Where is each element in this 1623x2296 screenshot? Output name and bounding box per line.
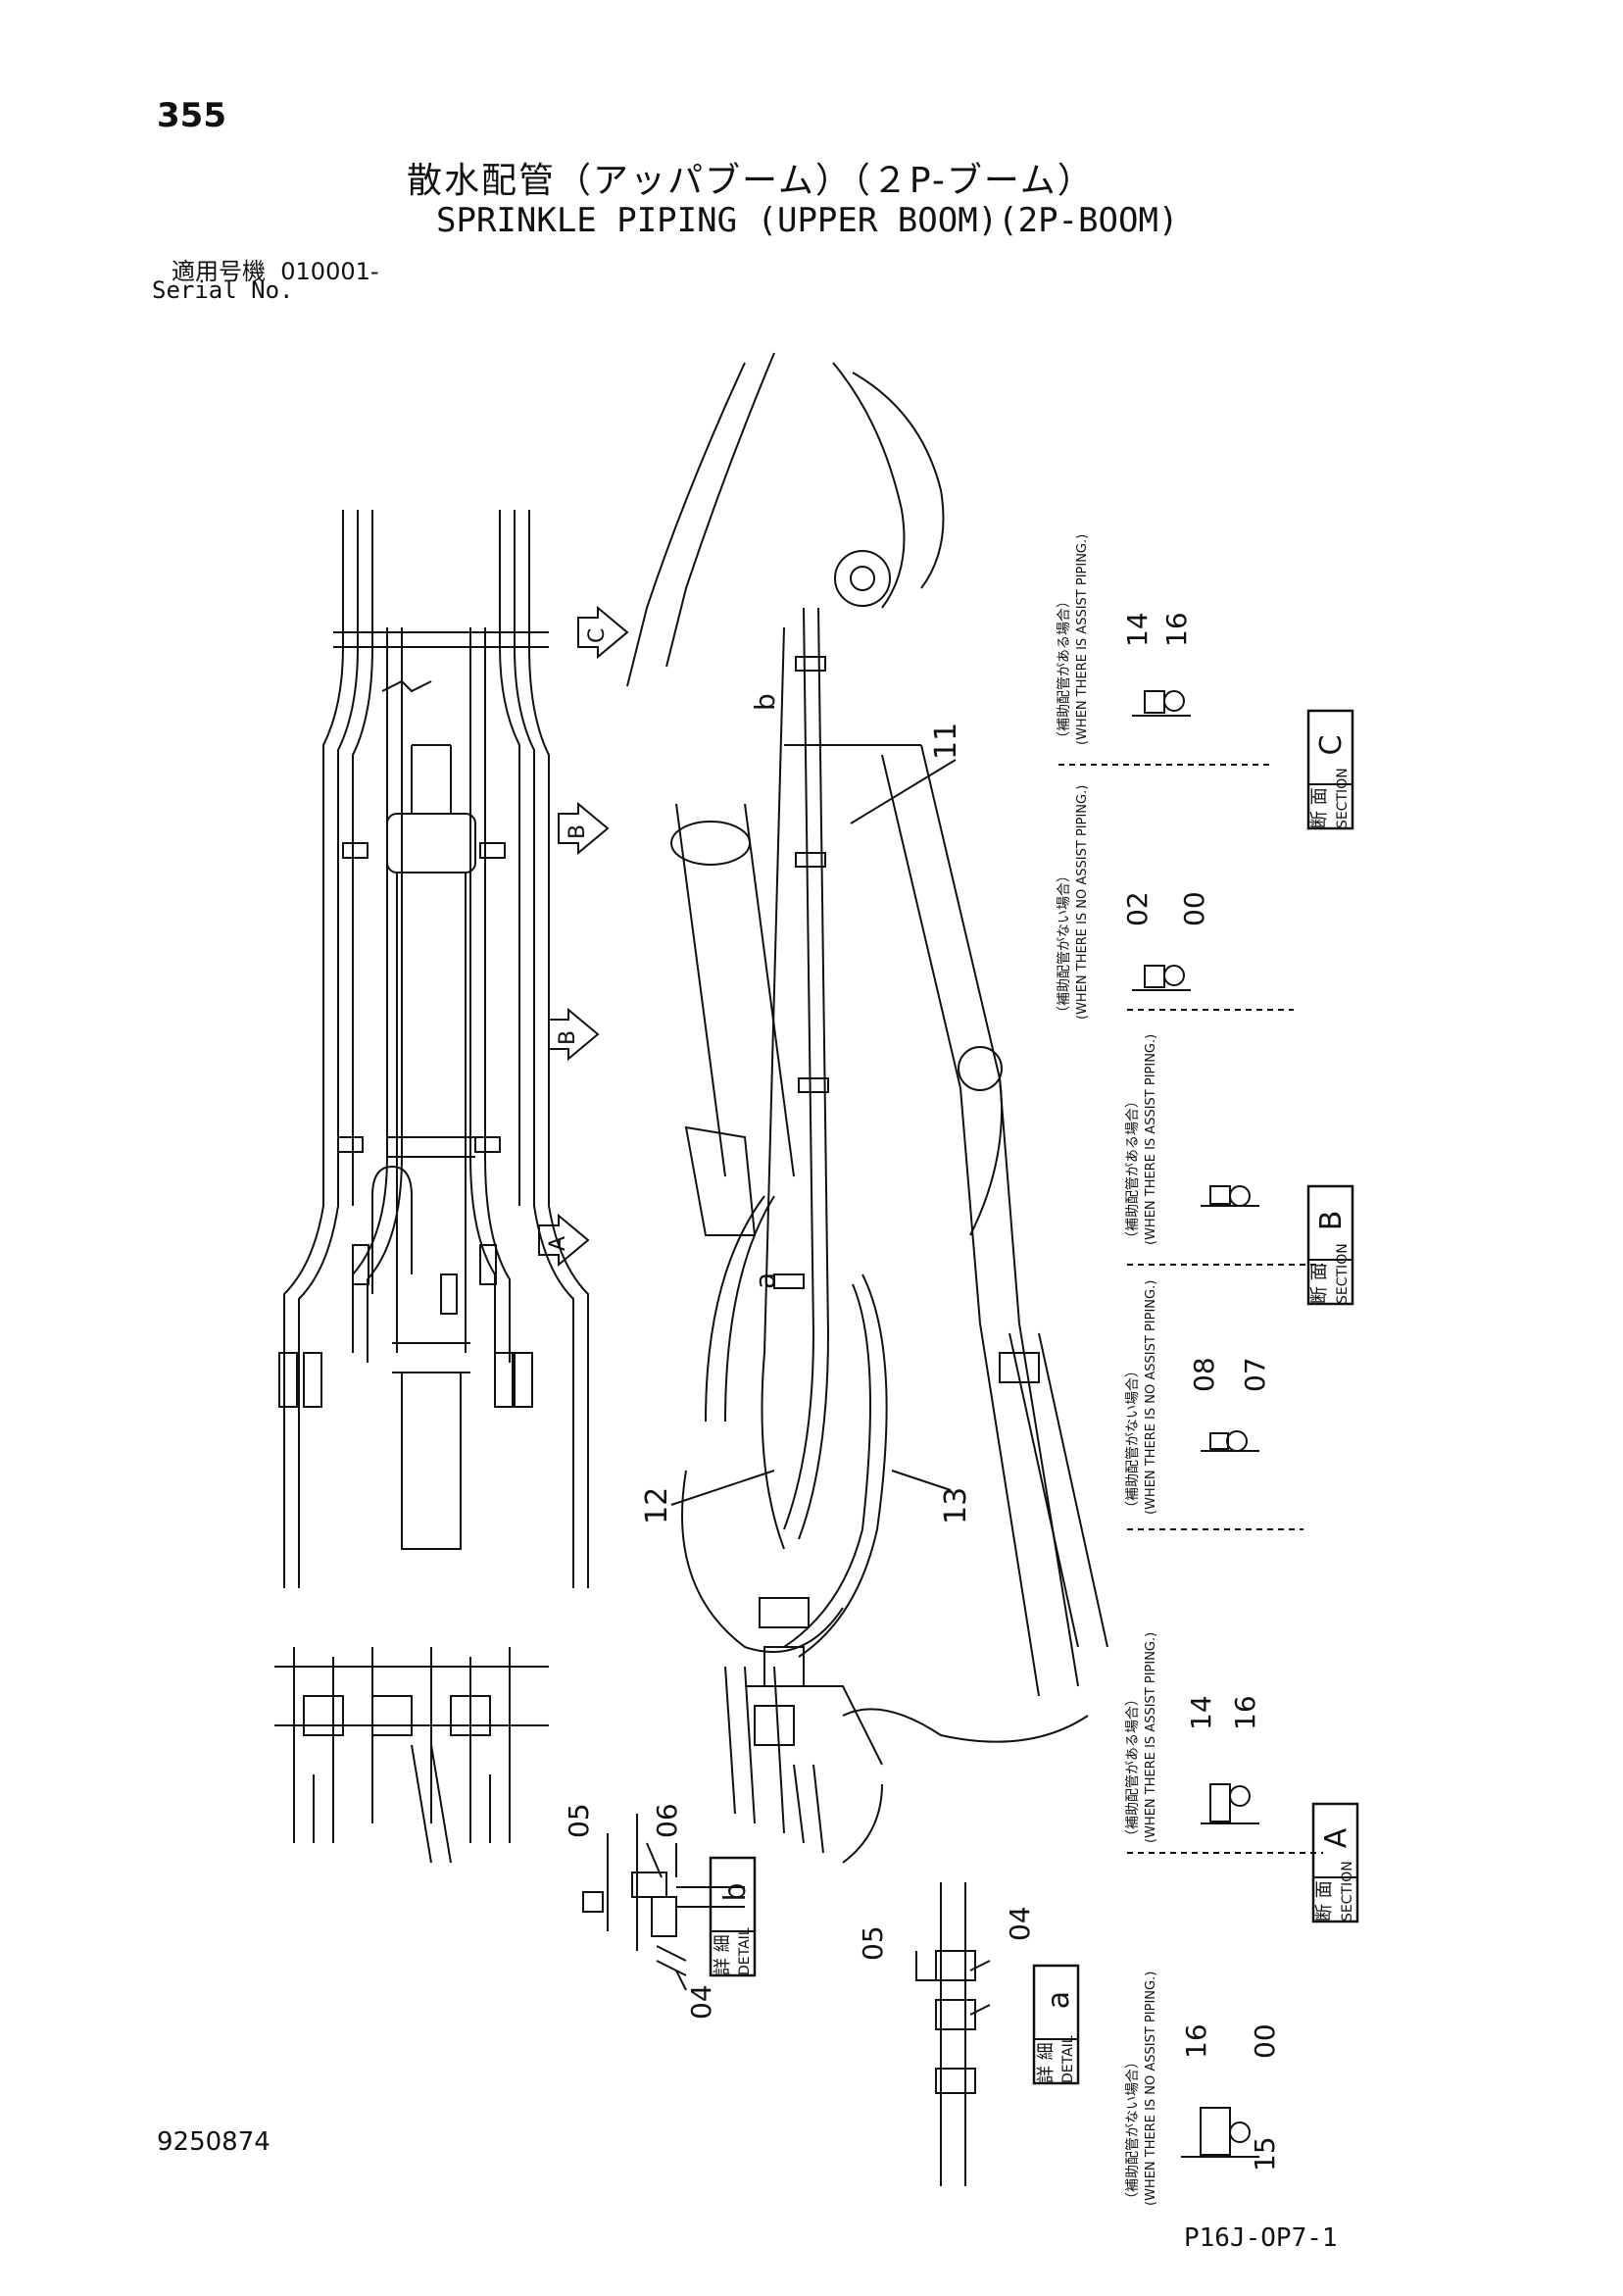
section-a-jp: 断 面 [1314,1880,1335,1922]
serial-value: 010001- [280,258,379,285]
detail-a-letter: a [1042,1991,1076,2009]
section-c-assist-sketch [1132,690,1191,717]
view-letter-b-lower: B [556,1030,580,1045]
detail-b-en: DETAIL [737,1927,753,1975]
leader-11 [850,759,957,824]
view-letter-b-upper: B [566,824,590,839]
title-japanese: 散水配管（アッパブーム）（２P-ブーム） [407,161,1095,201]
section-b-assist-jp: （補助配管がある場合） [1125,1094,1141,1245]
detail-b-drawing [582,1814,745,1991]
section-c-jp: 断 面 [1309,787,1330,828]
section-a-no-assist-part-2: 00 [1249,2023,1281,2059]
figure-code: P16J-OP7-1 [1184,2223,1338,2253]
section-b-assist-sketch [1201,1185,1259,1207]
section-b-no-assist-part-1: 08 [1188,1357,1220,1392]
section-a-no-assist-en: (WHEN THERE IS NO ASSIST PIPING.) [1144,1972,1158,2206]
section-b-no-assist-sketch [1201,1430,1259,1452]
view-arrow-b-upper [558,801,610,856]
detail-a-part-1: 05 [857,1925,889,1961]
section-c-assist-jp: （補助配管がある場合） [1057,594,1072,745]
section-c-en: SECTION [1335,768,1351,828]
callout-b: b [749,693,781,711]
boom-side-view [626,352,1108,1864]
section-c-assist-en: (WHEN THERE IS ASSIST PIPING.) [1075,534,1090,745]
section-a-no-assist-part-3: 15 [1249,2136,1281,2171]
callout-11: 11 [929,723,963,760]
serial-label-en: Serial No. [152,276,294,304]
detail-b-part-3: 04 [685,1984,717,2020]
detail-a-en: DETAIL [1060,2035,1076,2083]
section-b-letter: B [1314,1211,1349,1231]
view-arrow-b-lower [548,1007,600,1062]
callout-12: 12 [640,1487,674,1524]
section-b-no-assist-jp: （補助配管がない場合） [1125,1364,1141,1515]
section-c-no-assist-en: (WHEN THERE IS NO ASSIST PIPING.) [1075,785,1090,1020]
section-a-letter: A [1319,1827,1353,1848]
leader-13 [891,1470,952,1491]
section-a-assist-part-2: 16 [1229,1695,1261,1730]
detail-a-drawing [915,1882,991,2186]
section-c-letter: C [1314,735,1349,756]
section-c-assist-part-2: 16 [1160,612,1193,647]
section-a-en: SECTION [1340,1861,1355,1922]
section-b-en: SECTION [1335,1243,1351,1304]
section-a-assist-part-1: 14 [1185,1695,1217,1730]
leader-12 [670,1470,775,1506]
serial-label-jp: 適用号機 [172,258,266,285]
document-number: 9250874 [157,2127,270,2157]
section-a-no-assist-sketch [1181,2107,1259,2158]
section-a-no-assist-jp: （補助配管がない場合） [1125,2055,1141,2206]
section-c-no-assist-sketch [1132,965,1191,991]
detail-b-letter: b [718,1882,753,1901]
boom-top-view [274,510,589,1864]
detail-a-part-2: 04 [1004,1906,1036,1941]
section-a-assist-sketch [1201,1783,1259,1824]
section-b-assist-en: (WHEN THERE IS ASSIST PIPING.) [1144,1034,1158,1245]
section-a-assist-en: (WHEN THERE IS ASSIST PIPING.) [1144,1632,1158,1843]
serial-line: 適用号機 010001- [172,252,379,286]
view-arrow-a [538,1213,590,1268]
callout-a: a [749,1273,781,1289]
section-c-no-assist-part-2: 00 [1178,891,1210,926]
section-c-no-assist-jp: （補助配管がない場合） [1057,869,1072,1020]
detail-b-jp: 詳 細 [713,1934,733,1975]
section-b-no-assist-part-2: 07 [1239,1357,1271,1392]
section-c-assist-part-1: 14 [1121,612,1154,647]
title-english: SPRINKLE PIPING (UPPER BOOM)(2P-BOOM) [436,201,1179,240]
callout-13: 13 [939,1487,973,1524]
detail-b-part-1: 05 [563,1803,595,1838]
section-b-jp: 断 面 [1309,1263,1330,1304]
section-b-no-assist-en: (WHEN THERE IS NO ASSIST PIPING.) [1144,1280,1158,1515]
page-number: 355 [157,96,226,135]
view-letter-a: A [546,1236,570,1251]
section-c-no-assist-part-1: 02 [1121,891,1154,926]
section-a-assist-jp: （補助配管がある場合） [1125,1692,1141,1843]
detail-b-part-2: 06 [651,1803,683,1838]
section-a-no-assist-part-1: 16 [1180,2023,1212,2059]
view-arrow-c [577,605,629,660]
view-letter-c: C [585,628,610,643]
detail-a-jp: 詳 細 [1036,2042,1057,2083]
